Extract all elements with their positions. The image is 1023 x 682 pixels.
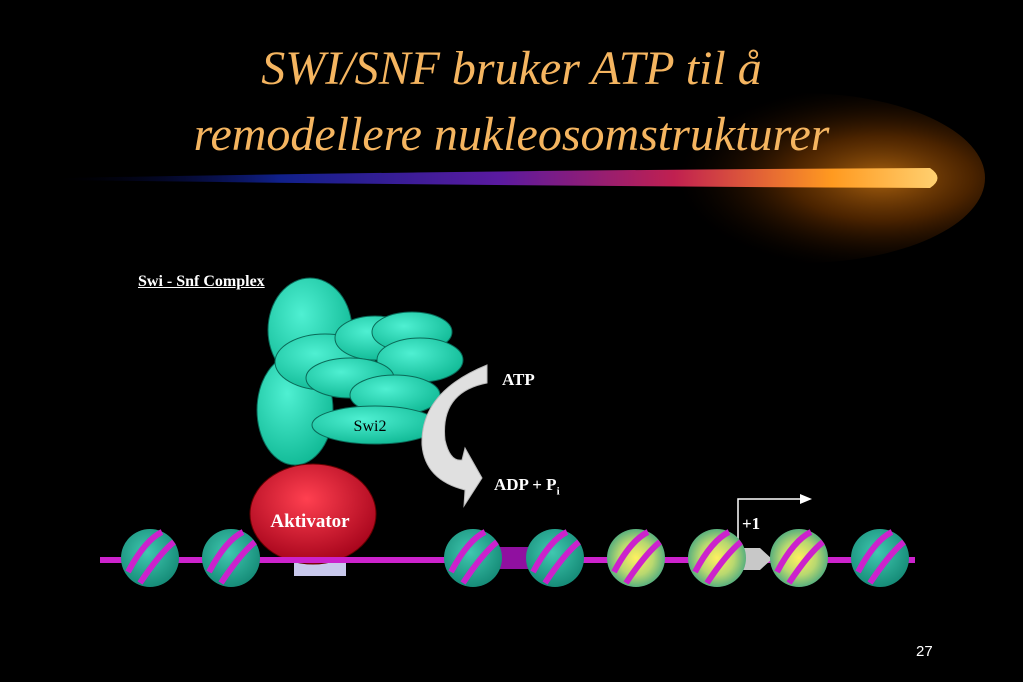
tss-label: +1 <box>742 514 761 533</box>
complex-label: Swi - Snf Complex <box>138 273 265 290</box>
adp-subscript: i <box>556 485 560 498</box>
tss-arrow-icon <box>737 498 800 540</box>
nucleosome <box>202 529 260 587</box>
page-number: 27 <box>916 643 933 660</box>
promoter-arrow-shape <box>740 548 772 570</box>
slide-title-line-1: SWI/SNF bruker ATP til å <box>261 42 762 95</box>
nucleosome <box>444 529 502 587</box>
nucleosome-row <box>121 529 909 587</box>
activator-protein <box>249 463 377 565</box>
nucleosome <box>851 529 909 587</box>
tata-element <box>495 547 530 569</box>
slide-title-line-2: remodellere nukleosomstrukturer <box>193 108 830 161</box>
adp-label: ADP + Pi <box>494 475 560 497</box>
nucleosome-remodeled <box>607 529 665 587</box>
activator-label: Aktivator <box>270 511 350 532</box>
nucleosome-remodeled <box>770 529 828 587</box>
swi-snf-complex <box>256 277 464 466</box>
adp-text: ADP + P <box>494 475 557 494</box>
atp-hydrolysis-arrow <box>421 364 488 508</box>
nucleosome <box>526 529 584 587</box>
swi2-label: Swi2 <box>354 418 387 435</box>
nucleosome-remodeled <box>688 529 746 587</box>
nucleosome <box>121 529 179 587</box>
atp-label: ATP <box>502 370 535 389</box>
